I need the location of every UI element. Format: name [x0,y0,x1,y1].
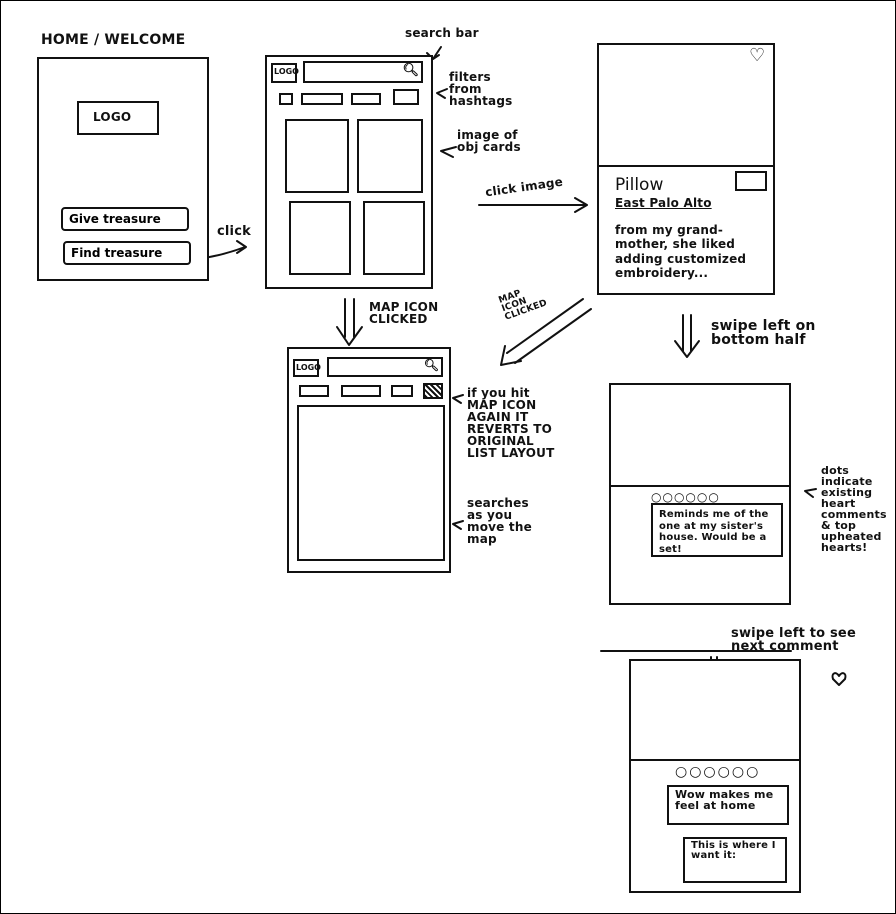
detail-location: East Palo Alto [615,197,712,210]
map-logo-box: LOGO [293,359,319,377]
dots-note: dots indicate existing heart comments & … [821,465,893,553]
next-comment-bubble-2[interactable]: This is where I want it: [683,837,787,883]
revert-pointer [453,395,463,403]
comment-text: Reminds me of the one at my sister's hou… [659,509,779,555]
swipe-next-label: swipe left to see next comment [731,627,891,653]
down-arrow-comments [675,315,699,357]
map-search-input[interactable]: 🔍︎ [327,357,443,377]
click-label: click [217,225,251,239]
next-comment-text: Wow makes me feel at home [675,789,775,811]
filters-label: filters from hashtags [449,71,505,107]
search-move-note: searches as you move the map [467,497,547,545]
detail-divider [597,165,775,167]
object-card[interactable] [285,119,349,193]
cards-pointer [441,147,456,157]
next-comment-bubble[interactable]: Wow makes me feel at home [667,785,789,825]
down-arrow-map [337,299,362,345]
detail-title: Pillow [615,177,663,195]
list-map-icon[interactable] [393,89,419,105]
map-logo: LOGO [296,364,321,372]
object-card[interactable] [357,119,423,193]
home-logo: LOGO [93,111,131,124]
home-logo-box: LOGO [77,101,159,135]
give-treasure-button[interactable]: Give treasure [61,207,189,231]
list-logo: LOGO [274,68,299,76]
search-icon[interactable]: 🔍︎ [424,359,439,372]
filter-chip[interactable] [299,385,329,397]
dots-pointer [805,489,816,497]
list-logo-box: LOGO [271,63,297,83]
click-image-arrow [479,198,587,212]
detail-description: from my grand-mother, she liked adding c… [615,223,757,281]
filters-pointer [437,89,447,98]
map-icon-clicked-label: MAP ICON CLICKED [369,301,455,325]
filter-chip[interactable] [279,93,293,105]
comment-dots-next[interactable]: ○○○○○○ [675,765,760,780]
search-icon[interactable]: 🔍︎ [402,64,419,78]
find-treasure-button[interactable]: Find treasure [63,241,191,265]
detail-map-icon[interactable] [735,171,767,191]
swipe-left-label: swipe left on bottom half [711,319,821,347]
filter-chip[interactable] [301,93,343,105]
next-comment-text-2: This is where I want it: [691,841,785,861]
search-bar-label: search bar [405,27,479,40]
home-title: HOME / WELCOME [41,33,185,48]
search-move-pointer [453,521,463,529]
comment-dots[interactable]: ○○○○○○ [651,491,720,504]
list-search-input[interactable]: 🔍︎ [303,61,423,83]
object-card[interactable] [363,201,425,275]
object-card[interactable] [289,201,351,275]
filter-chip[interactable] [341,385,381,397]
map-icon[interactable] [423,383,443,399]
heart-icon[interactable]: ♡ [749,47,765,66]
filter-chip[interactable] [391,385,413,397]
map-area[interactable] [297,405,445,561]
revert-note: if you hit MAP ICON AGAIN IT REVERTS TO … [467,387,559,459]
comments-divider [609,485,791,487]
filter-chip[interactable] [351,93,381,105]
heart-small [833,673,846,685]
comment-bubble[interactable]: Reminds me of the one at my sister's hou… [651,503,783,557]
next-divider [629,759,801,761]
cards-label: image of obj cards [457,129,527,153]
